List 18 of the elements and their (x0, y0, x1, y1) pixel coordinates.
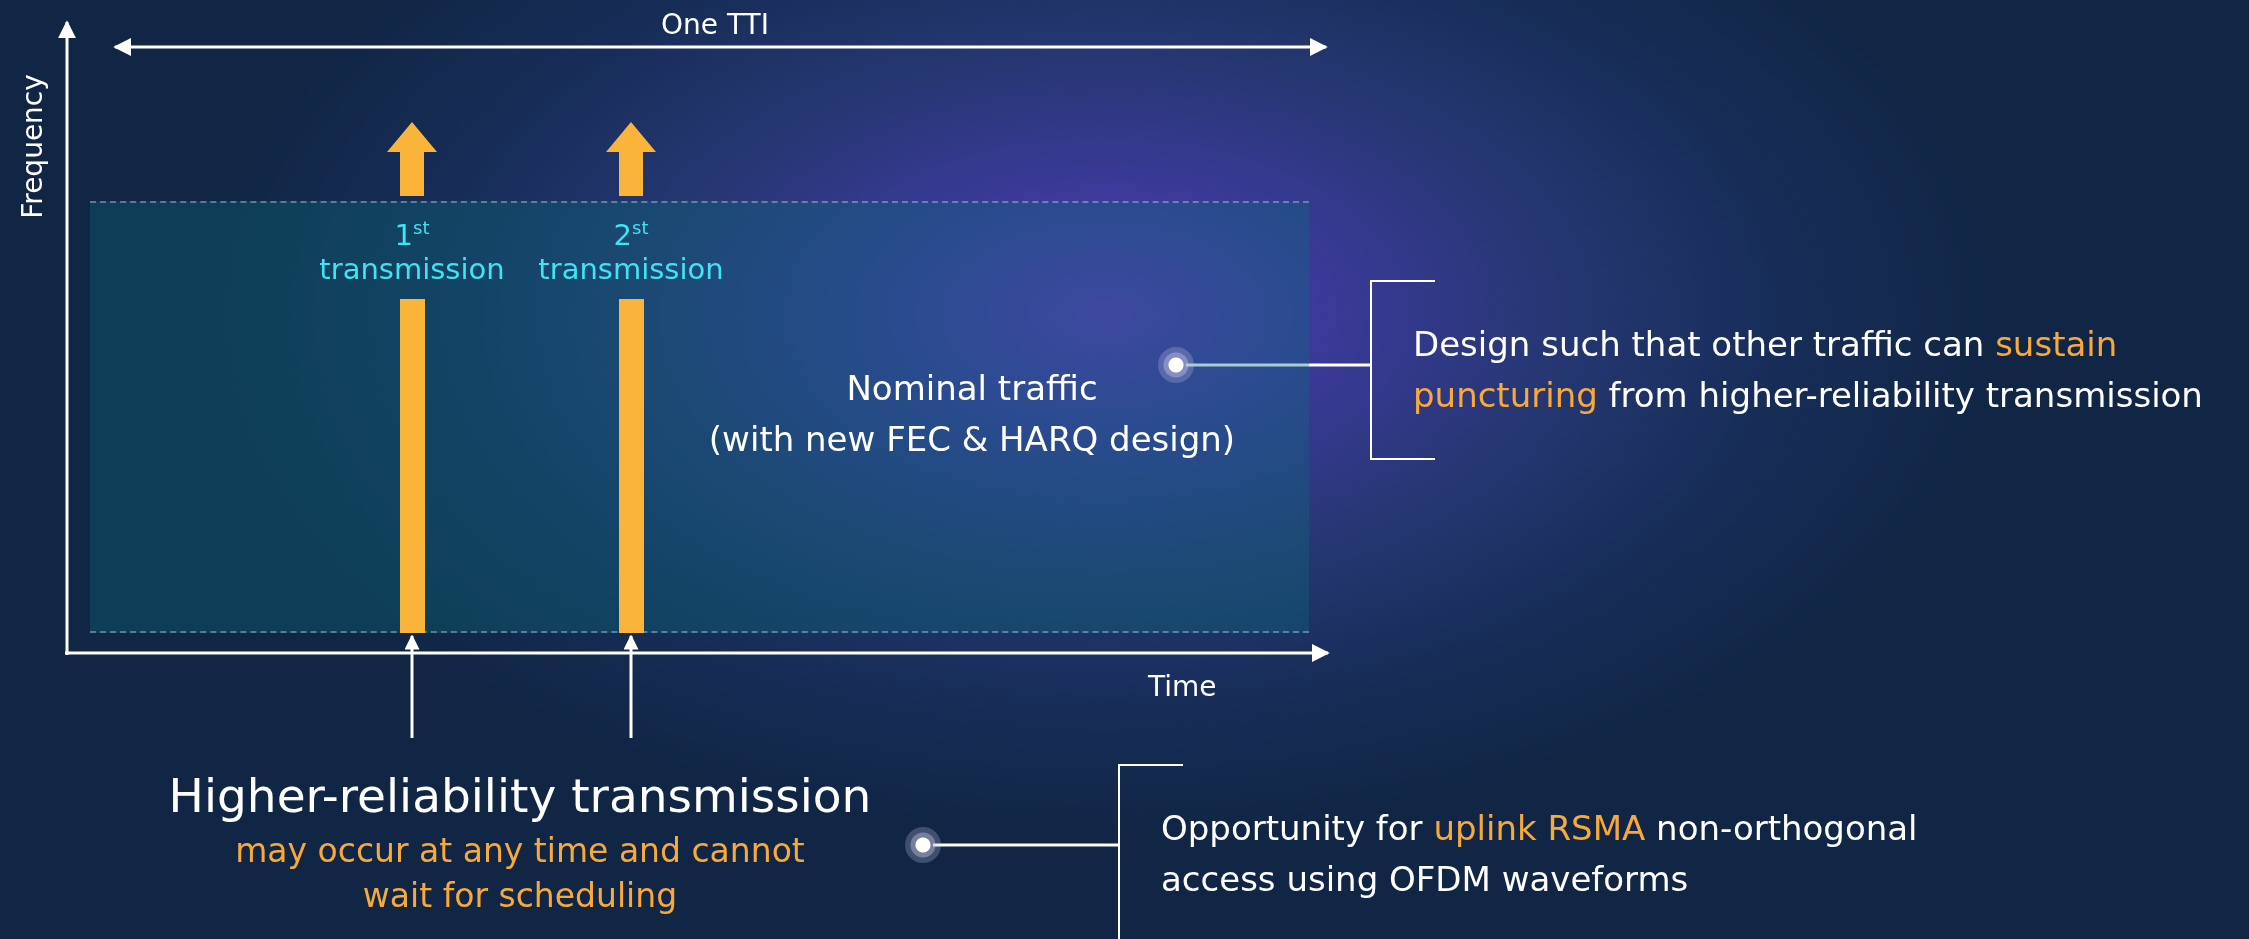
connector-line (1186, 363, 1370, 367)
arrow (623, 634, 639, 738)
subheading: may occur at any time and cannot wait for scheduling (234, 830, 806, 917)
heading: Higher-reliability transmission (168, 768, 872, 823)
traffic-band (90, 201, 1309, 633)
connector-line (933, 843, 1118, 847)
note-text: Design such that other traffic can sustain puncturing from higher-reliability transmission (1413, 323, 2204, 417)
band-title: Nominal traffic (846, 367, 1098, 410)
callout-dot (1158, 347, 1194, 383)
axis-label: Time (1148, 670, 1217, 703)
axis-label: Frequency (15, 74, 49, 219)
bar-label: 1$^{st}$ transmission (318, 217, 506, 289)
bar-label: 2$^{st}$ transmission (537, 217, 725, 289)
arrow (404, 634, 420, 738)
band-subtitle: (with new FEC & HARQ design) (708, 418, 1236, 461)
dimension-label: One TTI (660, 8, 770, 41)
callout-dot (905, 827, 941, 863)
note-text: Opportunity for uplink RSMA non-orthogonal access using OFDM waveforms (1161, 807, 1919, 901)
